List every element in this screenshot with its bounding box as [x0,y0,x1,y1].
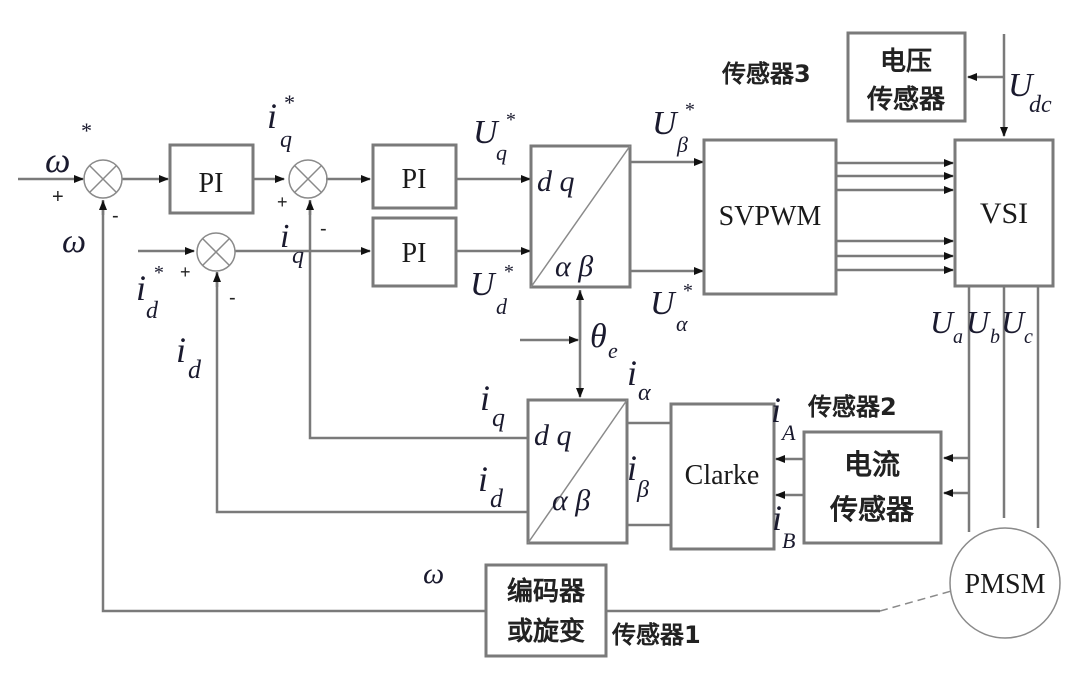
ubeta-ref-label: U [652,105,679,142]
ib-label: i [772,498,782,538]
wire-motor-encoder-dashed [879,589,956,612]
theta-e-label: θ [590,318,607,355]
sensor3-label: 传感器3 [721,60,811,88]
park-block: d q α β [526,398,629,545]
ud-ref-label: U [470,266,497,303]
pi-speed-label: PI [199,168,224,199]
pmsm-motor: PMSM [949,527,1061,639]
iq-park-sub: q [492,403,505,432]
clarke-block: Clarke [669,402,776,551]
wire-id-feedback [215,272,529,514]
uc-sub: c [1024,326,1033,348]
pi-speed-block: PI [168,143,255,215]
iq-mid-sub: q [292,243,304,269]
sum-junction-iq [288,159,328,199]
sum-junction-id [196,232,236,272]
ibeta-label: i [627,448,637,488]
iq-ref-sub: q [280,127,292,153]
id-feedback-sub: d [188,355,202,384]
sign-minus-id: - [229,287,236,309]
park-dq-label: d q [534,419,572,452]
id-ref-label: i [136,268,146,308]
uc-label: U [1001,304,1026,340]
ua-sub: a [953,326,963,348]
id-park-label: i [478,459,488,499]
sensor2-label: 传感器2 [807,393,897,421]
vsi-label: VSI [980,197,1028,230]
id-park-sub: d [490,484,504,513]
sensor1-label: 传感器1 [611,621,701,649]
id-ref-sup: * [153,262,163,284]
omega-ref-sup: * [80,118,91,143]
clarke-label: Clarke [685,460,760,491]
ialpha-sub: α [638,380,651,406]
sign-plus-speed: + [52,186,64,208]
iq-park-label: i [480,378,490,418]
ibeta-sub: β [636,477,649,503]
uq-ref-label: U [473,114,500,151]
current-sensor-label-1: 电流 [844,448,900,481]
ubeta-ref-sub: β [676,132,688,157]
theta-e-sub: e [608,338,618,363]
sign-minus-speed: - [112,205,119,227]
iq-ref-sup: * [283,90,294,115]
inverse-park-block: d q α β [529,144,632,289]
omega-ref-label: ω [45,140,70,180]
udc-label: U [1008,67,1035,104]
encoder-label-2: 或旋变 [507,616,585,647]
svpwm-block: SVPWM [702,138,838,296]
ia-label: i [771,390,781,430]
signal-labels: ω * + - ω i q * + - i q i d * + - i d U … [45,60,1052,649]
inverse-park-ab-label: α β [555,250,593,283]
current-sensor-label-2: 传感器 [829,493,915,526]
id-ref-sub: d [146,298,159,324]
ualpha-ref-label: U [650,285,677,322]
voltage-sensor-label-1: 电压 [880,47,932,77]
voltage-sensor-block: 电压 传感器 [846,31,967,123]
udc-sub: dc [1029,92,1052,118]
sum-junction-speed [83,159,123,199]
pi-d-label: PI [402,238,427,269]
sign-minus-iq: - [320,218,327,240]
ub-sub: b [990,326,1000,348]
vsi-block: VSI [953,138,1055,288]
ualpha-ref-sup: * [682,280,692,302]
pmsm-label: PMSM [965,569,1046,600]
ub-label: U [966,304,991,340]
ia-sub: A [780,420,796,445]
wire-omega-feedback [101,200,487,613]
wires [18,34,1040,613]
uq-ref-sup: * [505,109,515,131]
iq-ref-label: i [267,96,277,136]
ua-label: U [930,304,955,340]
ud-ref-sub: d [496,294,508,319]
id-feedback-label: i [176,330,186,370]
wire-iq-feedback [308,200,529,440]
ud-ref-sup: * [503,261,513,283]
uq-ref-sub: q [496,140,507,165]
ubeta-ref-sup: * [684,99,694,121]
voltage-sensor-label-2: 传感器 [866,85,946,115]
encoder-block: 编码器 或旋变 [484,563,608,658]
encoder-label-1: 编码器 [507,576,586,607]
park-ab-label: α β [552,484,590,517]
pi-q-label: PI [402,164,427,195]
current-sensor-block: 电流 传感器 [802,430,943,545]
pi-d-block: PI [371,216,458,288]
ib-sub: B [782,528,795,553]
omega-feedback-label: ω [62,223,86,260]
ialpha-label: i [627,353,637,393]
iq-mid-label: i [280,218,289,255]
inverse-park-dq-label: d q [537,165,575,198]
sign-plus-id: + [180,262,191,282]
ualpha-ref-sub: α [676,311,688,336]
omega-encoder-label: ω [423,557,444,590]
sign-plus-iq: + [277,192,288,212]
svpwm-label: SVPWM [719,201,822,232]
pi-q-block: PI [371,143,458,210]
